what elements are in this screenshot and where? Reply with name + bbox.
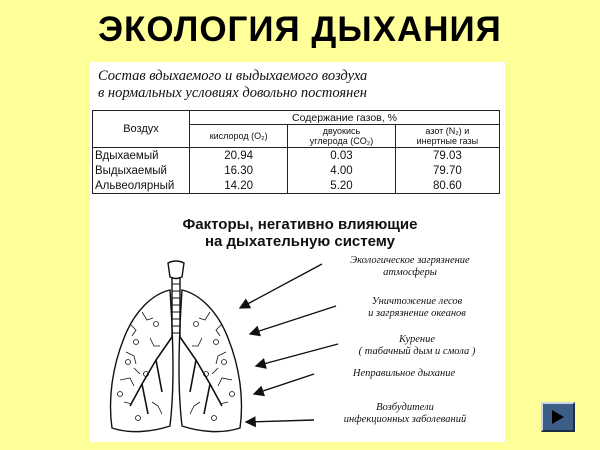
factor-text: Уничтожение лесов — [371, 296, 463, 307]
factor-text: Экологическое загрязнение — [350, 255, 470, 266]
caption-line: в нормальных условиях довольно постоянен — [98, 85, 367, 101]
factor-item: Уничтожение лесов и загрязнение океанов — [334, 296, 500, 320]
column-header-nitrogen: азот (N₂) и инертные газы — [394, 124, 501, 148]
table-cell: 79.03 — [394, 147, 501, 163]
column-header-line: азот (N₂) и — [425, 126, 470, 136]
row-label: Альвеолярный — [92, 178, 190, 194]
table-cell: 5.20 — [287, 178, 396, 194]
factor-item: Курение ( табачный дым и смола ) — [334, 334, 500, 358]
factor-text: атмосферы — [383, 267, 437, 278]
factor-item: Неправильное дыхание — [314, 368, 494, 380]
caption-line: Состав вдыхаемого и выдыхаемого воздуха — [98, 68, 368, 84]
column-header-line: углерода (CO₂) — [309, 136, 374, 146]
column-header-co2: двуокись углерода (CO₂) — [287, 124, 396, 148]
table-cell: 79.70 — [394, 163, 501, 178]
table-row: Альвеолярный 14.20 5.20 80.60 — [92, 178, 501, 194]
slide-title: ЭКОЛОГИЯ ДЫХАНИЯ — [98, 10, 502, 49]
column-header-oxygen: кислород (O₂) — [188, 124, 289, 148]
left-lung-icon — [109, 289, 174, 433]
factor-arrows — [238, 263, 339, 428]
arrow-icon — [238, 263, 323, 309]
scanned-figure: Состав вдыхаемого и выдыхаемого воздуха … — [90, 62, 505, 442]
factor-text: Неправильное дыхание — [352, 368, 456, 379]
alveoli-texture — [117, 311, 235, 421]
factors-title: Факторы, негативно влияющие на дыхательн… — [120, 216, 480, 250]
factor-text: Возбудители — [376, 402, 434, 413]
bronchi-icon — [129, 336, 223, 415]
air-column-header: Воздух — [92, 110, 190, 148]
factor-item: Возбудители инфекционных заболеваний — [312, 402, 498, 426]
lung-illustration — [109, 260, 339, 433]
table-cell: 14.20 — [188, 178, 289, 194]
figure-caption: Состав вдыхаемого и выдыхаемого воздуха … — [98, 68, 498, 102]
table-cell: 4.00 — [287, 163, 396, 178]
gas-composition-table: Воздух Содержание газов, % кислород (O₂)… — [92, 110, 501, 194]
column-header-line: инертные газы — [416, 136, 479, 146]
right-lung-icon — [178, 289, 243, 433]
column-header-line: двуокись — [322, 126, 361, 136]
larynx-icon — [167, 260, 185, 280]
trachea-icon — [171, 277, 181, 337]
lungs-drawing — [109, 260, 243, 433]
table-cell: 0.03 — [287, 147, 396, 163]
factor-text: ( табачный дым и смола ) — [358, 346, 476, 357]
arrow-icon — [248, 305, 337, 337]
factors-title-line: Факторы, негативно влияющие — [182, 216, 418, 233]
table-cell: 16.30 — [188, 163, 289, 178]
table-row: Выдыхаемый 16.30 4.00 79.70 — [92, 163, 501, 178]
factors-title-line: на дыхательную систему — [204, 233, 396, 250]
column-header-line: кислород (O₂) — [209, 131, 268, 141]
next-slide-button[interactable] — [541, 402, 575, 432]
table-cell: 20.94 — [188, 147, 289, 163]
factor-item: Экологическое загрязнение атмосферы — [320, 255, 500, 279]
factor-text: инфекционных заболеваний — [343, 414, 467, 425]
table-cell: 80.60 — [394, 178, 501, 194]
factor-text: и загрязнение океанов — [368, 308, 466, 319]
factor-text: Курение — [398, 334, 436, 345]
play-triangle-icon — [552, 410, 564, 424]
arrow-icon — [252, 373, 315, 397]
table-row: Вдыхаемый 20.94 0.03 79.03 — [92, 147, 501, 163]
arrow-icon — [254, 343, 339, 369]
arrow-icon — [244, 416, 315, 428]
